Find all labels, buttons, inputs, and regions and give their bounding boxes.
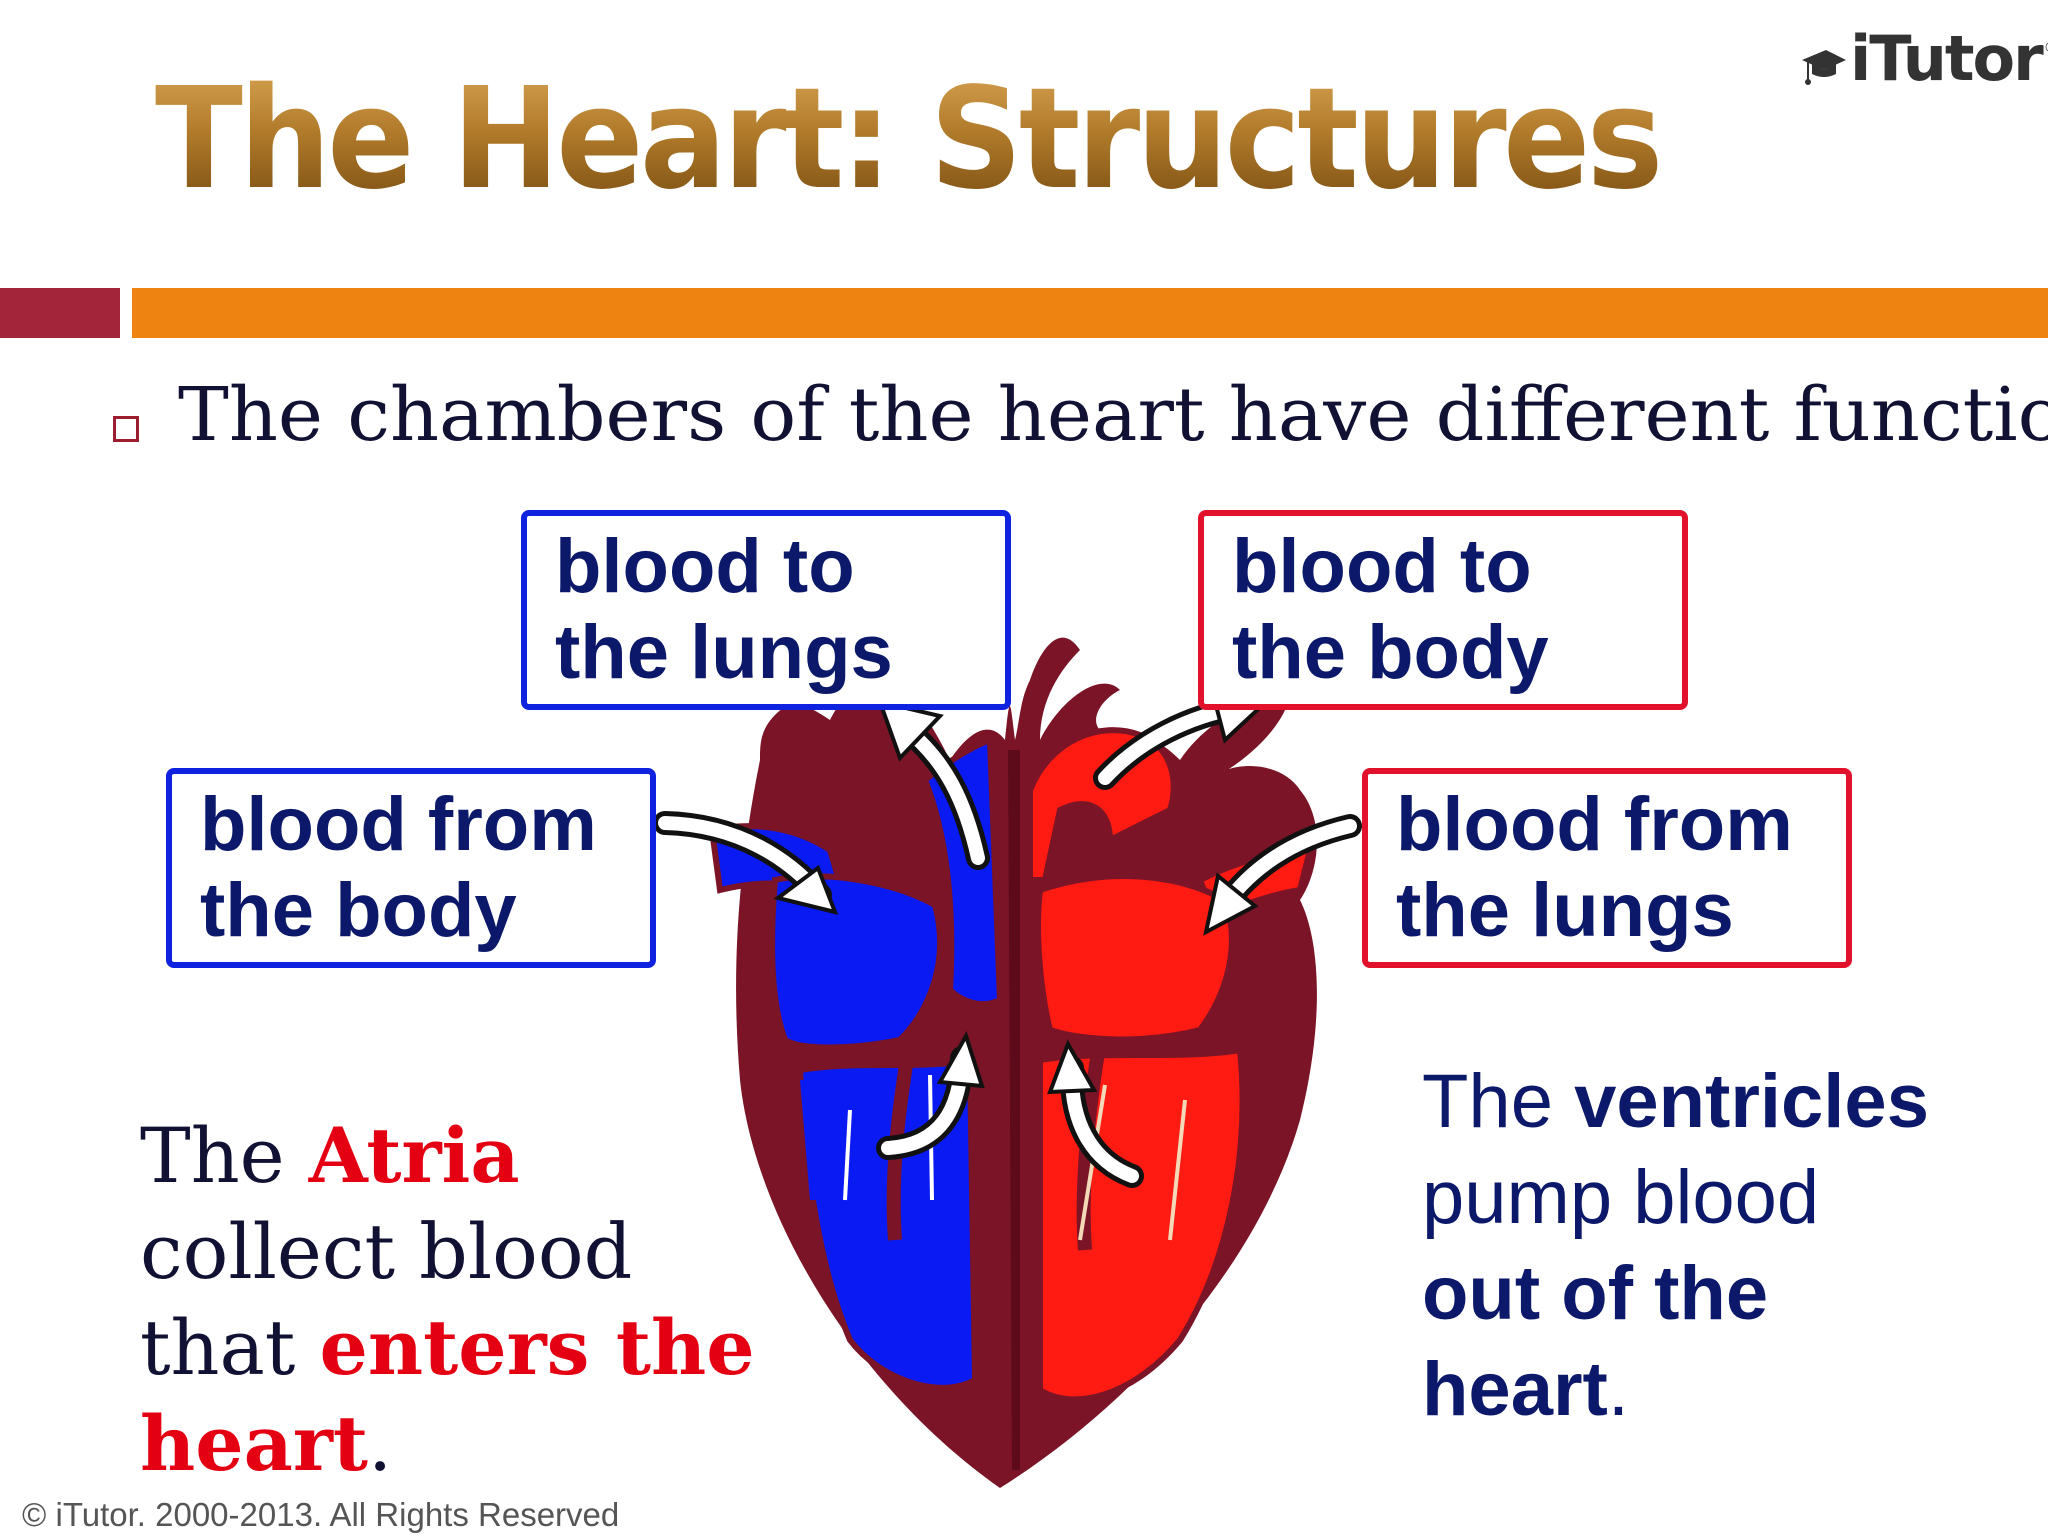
label-line-2: the lungs	[1396, 868, 1734, 953]
atria-caption-line-4: heart.	[140, 1396, 755, 1492]
atria-caption-line-1: The Atria	[140, 1108, 755, 1204]
label-line-1: blood from	[1396, 782, 1793, 867]
right-atrium-chamber	[769, 873, 944, 1051]
label-line-1: blood to	[1232, 524, 1532, 609]
chordae-left-2	[1168, 1099, 1187, 1241]
itutor-logo: iTutor ®	[1800, 28, 2048, 90]
atria-term: Atria	[308, 1111, 520, 1200]
caption-word: that	[140, 1303, 320, 1392]
logo-wordmark: iTutor	[1850, 22, 2044, 95]
ventricle-caption-line-3: out of the	[1422, 1251, 1769, 1336]
caption-word: The	[140, 1111, 309, 1200]
left-atrium-chamber	[1035, 873, 1235, 1043]
ventricle-caption-line-2: pump blood	[1422, 1155, 1820, 1240]
caption-period: .	[1607, 1347, 1629, 1432]
title-bar-orange-segment	[132, 288, 2048, 338]
heart-word: heart	[140, 1399, 368, 1488]
label-blood-to-lungs: blood to the lungs	[521, 510, 1011, 710]
label-blood-from-body: blood from the body	[166, 768, 656, 968]
hollow-square-bullet-icon	[113, 416, 139, 442]
label-line-2: the body	[200, 868, 517, 953]
heart-word: heart	[1422, 1347, 1608, 1432]
caption-word: The	[1422, 1059, 1575, 1144]
label-line-1: blood from	[200, 782, 597, 867]
caption-period: .	[368, 1399, 393, 1488]
atria-caption-line-2: collect blood	[140, 1207, 633, 1296]
registered-mark: ®	[2044, 40, 2048, 56]
ventricle-caption: The ventricles pump blood out of the hea…	[1422, 1054, 1929, 1438]
pulmonary-trunk	[921, 735, 1004, 1008]
label-blood-from-lungs: blood from the lungs	[1362, 768, 1852, 968]
ventricle-caption-line-1: The ventricles	[1422, 1054, 1929, 1150]
enters-the-phrase: enters the	[319, 1303, 755, 1392]
copyright-footer: © iTutor. 2000-2013. All Rights Reserved	[22, 1496, 620, 1533]
graduation-cap-icon	[1802, 50, 1846, 85]
atria-caption: The Atria collect blood that enters the …	[140, 1108, 755, 1492]
atria-caption-line-3: that enters the	[140, 1300, 755, 1396]
aorta	[1027, 727, 1177, 883]
tricuspid-flap	[800, 1080, 850, 1200]
label-line-1: blood to	[555, 524, 855, 609]
ventricles-term: ventricles	[1574, 1059, 1929, 1144]
label-blood-to-body: blood to the body	[1198, 510, 1688, 710]
label-line-2: the body	[1232, 610, 1549, 695]
slide-title: The Heart: Structures	[155, 58, 1663, 221]
title-bar-red-segment	[0, 288, 120, 338]
label-line-2: the lungs	[555, 610, 893, 695]
ventricle-caption-line-4: heart.	[1422, 1342, 1929, 1438]
chordae-right-1	[843, 1109, 852, 1201]
heart-septum	[1008, 750, 1020, 1470]
bullet-text: The chambers of the heart have different…	[178, 372, 2048, 458]
